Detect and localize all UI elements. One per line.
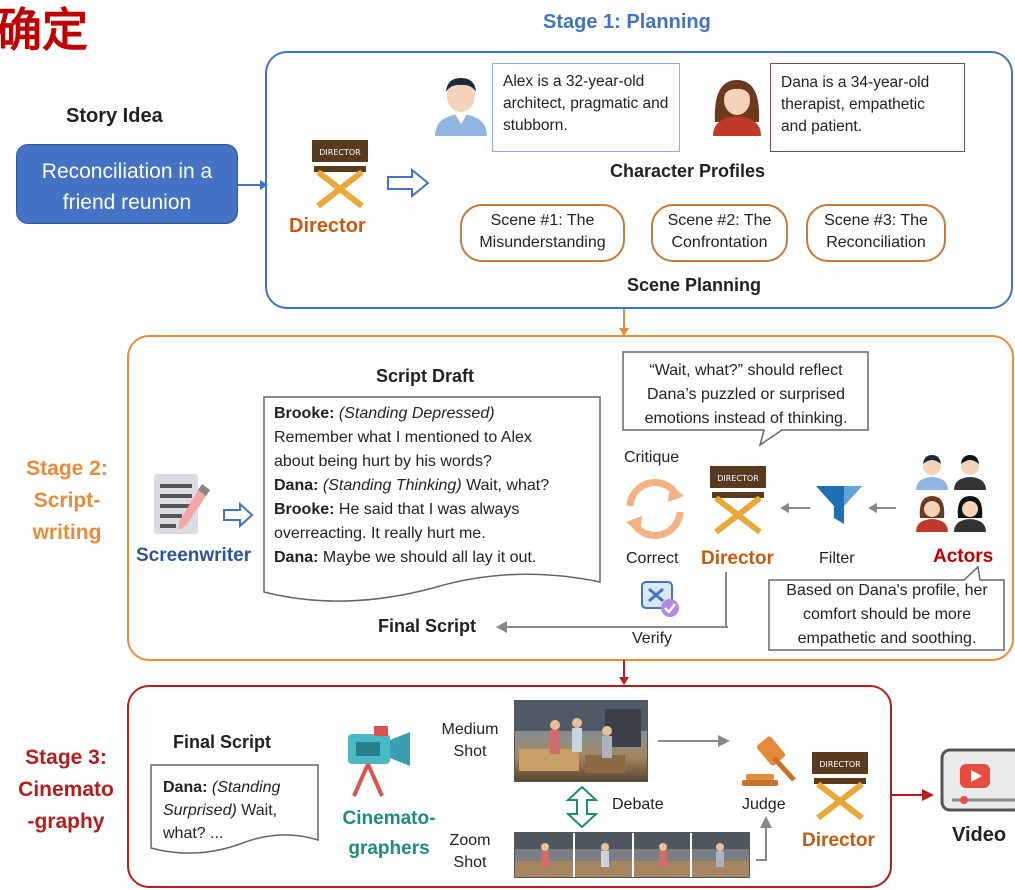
screenwriter-document-icon	[154, 474, 210, 534]
svg-text:DIRECTOR: DIRECTOR	[717, 474, 759, 483]
judge-gavel-icon	[742, 736, 796, 786]
verify-label: Verify	[632, 630, 673, 647]
correct-label: Correct	[626, 550, 679, 567]
medium-shot-image	[514, 700, 648, 782]
screenwriter-label: Screenwriter	[136, 545, 252, 566]
dana-avatar-icon	[713, 80, 761, 136]
arrow-stage1-to-stage2	[619, 309, 629, 336]
hollow-arrow-screenwriter-icon	[223, 502, 254, 528]
filter-funnel-icon	[816, 486, 862, 524]
actors-group-icon	[916, 455, 986, 532]
stage1-panel	[265, 51, 1013, 309]
stage2-panel	[127, 335, 1014, 661]
video-label: Video	[952, 824, 1007, 846]
stage2-title: Stage 2:Script-writing	[26, 457, 108, 544]
director-chair-icon: DIRECTOR	[312, 140, 368, 208]
director-label-stage3: Director	[802, 830, 875, 851]
critique-correct-cycle-icon	[626, 479, 684, 539]
camera-icon	[348, 726, 410, 797]
critique-bubble-shape	[622, 351, 869, 447]
script-draft-paper	[263, 396, 601, 602]
video-player-icon	[940, 748, 1015, 812]
arrow-story-to-stage1	[238, 180, 268, 190]
alex-avatar-icon	[435, 78, 487, 136]
svg-text:DIRECTOR: DIRECTOR	[319, 148, 361, 157]
final-script-text: Dana: (Standing Surprised) Wait, what? .…	[163, 779, 281, 842]
alex-profile-box: Alex is a 32-year-old architect, pragmat…	[492, 63, 680, 152]
actors-label: Actors	[933, 546, 994, 567]
arrow-zoom-to-judge	[756, 816, 772, 861]
scene-planning-label: Scene Planning	[627, 275, 762, 295]
corner-title: 确定	[0, 4, 88, 56]
actor-note-text: Based on Dana's profile, her comfort sho…	[786, 582, 988, 647]
filter-label: Filter	[819, 550, 855, 567]
verify-line	[725, 572, 727, 627]
story-idea-box	[16, 144, 238, 224]
svg-text:DIRECTOR: DIRECTOR	[819, 760, 861, 769]
director-label-stage1: Director	[289, 215, 366, 237]
stage3-panel	[127, 685, 892, 888]
actor-note-bubble-shape	[768, 566, 1005, 651]
story-idea-label: Story Idea	[66, 105, 163, 127]
arrow-actors-to-filter	[868, 503, 896, 513]
script-draft-text: Brooke: (Standing Depressed) Remember wh…	[274, 405, 550, 566]
debate-label: Debate	[612, 796, 664, 813]
final-script-label-stage2: Final Script	[378, 616, 477, 636]
arrow-filter-to-director	[780, 503, 810, 513]
stage3-title: Stage 3:Cinemato-graphy	[18, 746, 114, 833]
director-label-stage2: Director	[701, 548, 774, 569]
arrow-medium-to-judge	[658, 735, 730, 747]
stage1-title: Stage 1: Planning	[543, 11, 711, 33]
final-script-label-stage3: Final Script	[173, 732, 272, 752]
director-chair-icon-stage3: DIRECTOR	[812, 752, 868, 820]
critique-bubble-text: “Wait, what?” should reflect Dana’s puzz…	[644, 362, 848, 427]
debate-double-arrow-icon	[566, 786, 598, 828]
hollow-arrow-icon	[387, 168, 430, 198]
arrow-to-video	[892, 789, 934, 801]
character-profiles-label: Character Profiles	[610, 161, 766, 181]
dana-profile-box: Dana is a 34-year-old therapist, empathe…	[770, 63, 965, 152]
director-chair-icon-stage2: DIRECTOR	[710, 466, 766, 534]
zoom-shot-image	[514, 832, 750, 878]
judge-label: Judge	[742, 796, 786, 813]
verify-checklist-icon	[641, 581, 679, 617]
final-script-paper	[150, 764, 319, 854]
script-draft-label: Script Draft	[376, 366, 475, 386]
arrow-to-final-script	[496, 621, 728, 633]
critique-label: Critique	[624, 449, 680, 466]
story-idea-text: Reconciliation in a friend reunion	[41, 160, 213, 214]
arrow-stage2-to-stage3	[619, 660, 629, 685]
cinematographers-label: Cinemato-graphers	[342, 808, 436, 859]
